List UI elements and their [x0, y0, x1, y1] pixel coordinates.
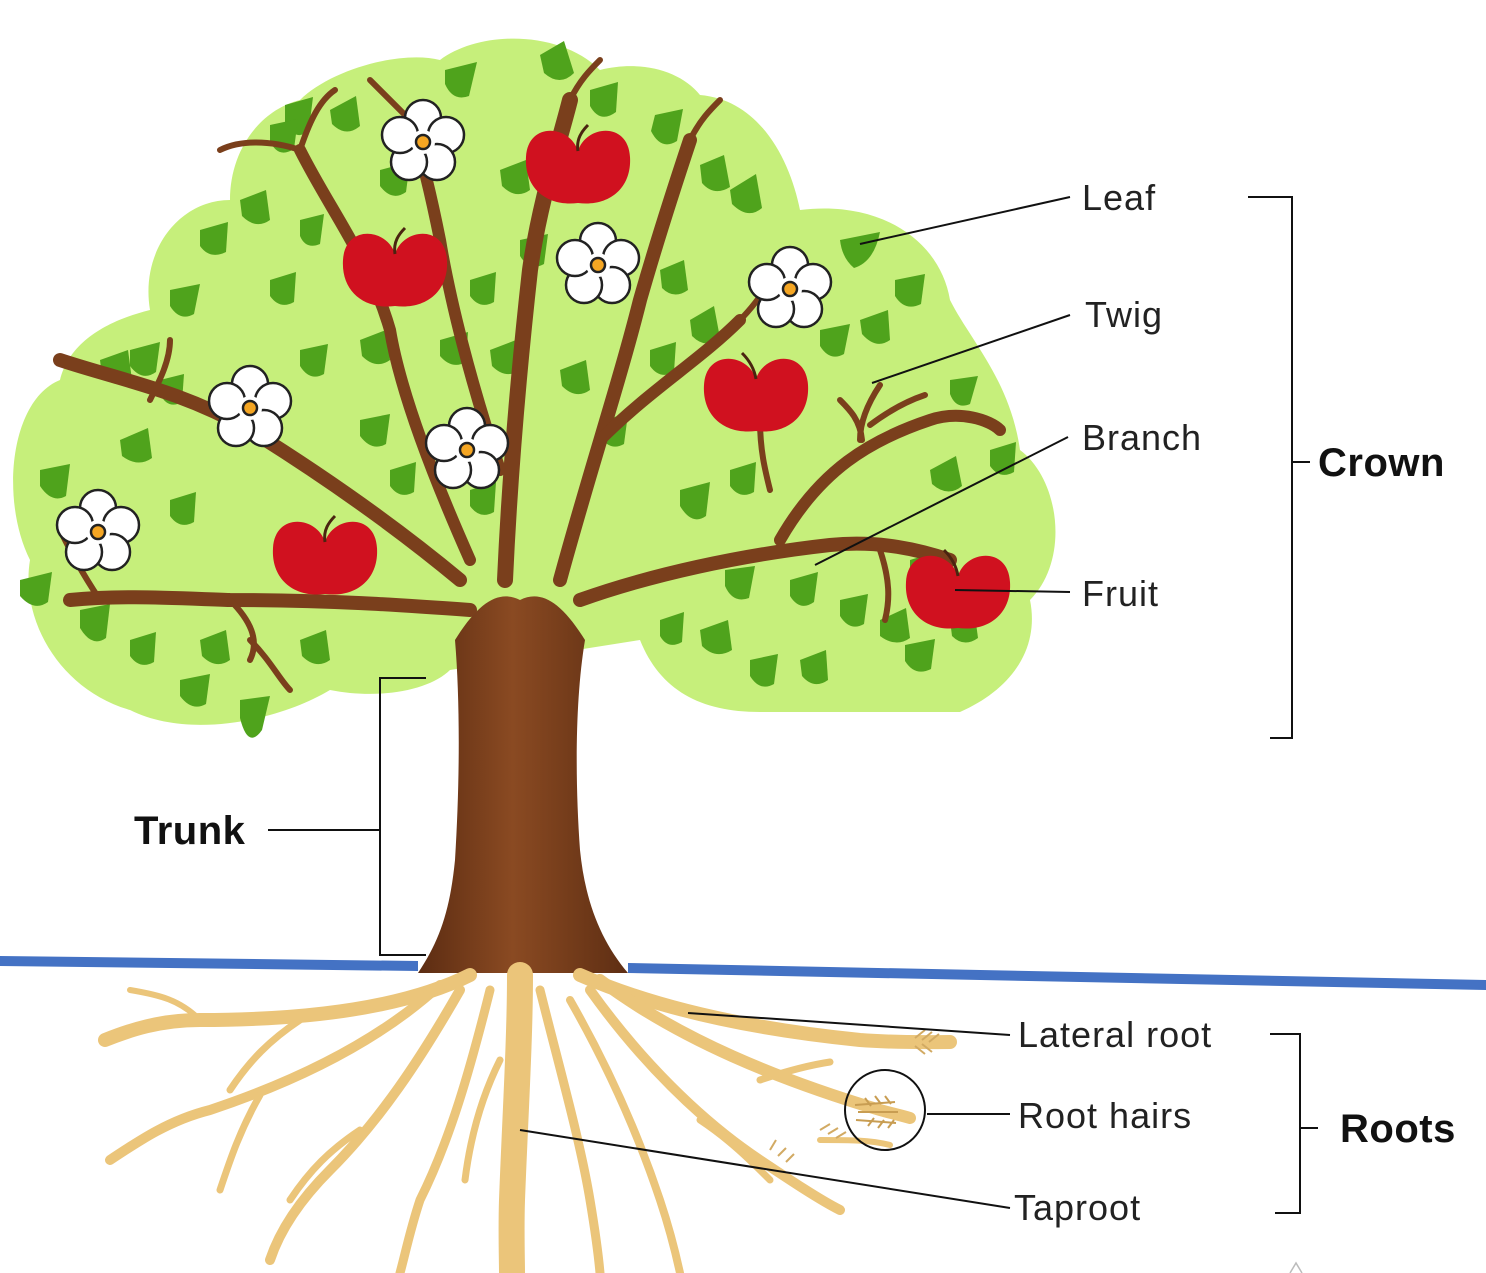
lateral-root — [700, 1120, 770, 1180]
label-leaf: Leaf — [1082, 177, 1156, 218]
crown-bracket — [1248, 197, 1310, 738]
label-trunk: Trunk — [134, 809, 246, 853]
label-fruit: Fruit — [1082, 573, 1159, 614]
label-twig: Twig — [1085, 294, 1163, 335]
label-branch: Branch — [1082, 417, 1202, 458]
leaf-shape — [240, 696, 270, 738]
leaf-pointer — [860, 197, 1070, 244]
label-roots: Roots — [1340, 1107, 1456, 1151]
taproot — [512, 975, 520, 1273]
label-lateral-root: Lateral root — [1018, 1014, 1212, 1055]
roots — [105, 975, 950, 1273]
leaf-shape — [20, 572, 52, 606]
roots-bracket — [1270, 1034, 1318, 1213]
root-left — [270, 990, 460, 1260]
label-crown: Crown — [1318, 441, 1445, 485]
trunk-bracket — [380, 678, 426, 955]
ground-line — [0, 956, 1486, 990]
label-taproot: Taproot — [1014, 1187, 1141, 1228]
root-left — [290, 1130, 360, 1200]
lateral-root — [820, 1140, 890, 1145]
label-root-hairs: Root hairs — [1018, 1095, 1192, 1136]
corner-mark — [1290, 1263, 1302, 1273]
